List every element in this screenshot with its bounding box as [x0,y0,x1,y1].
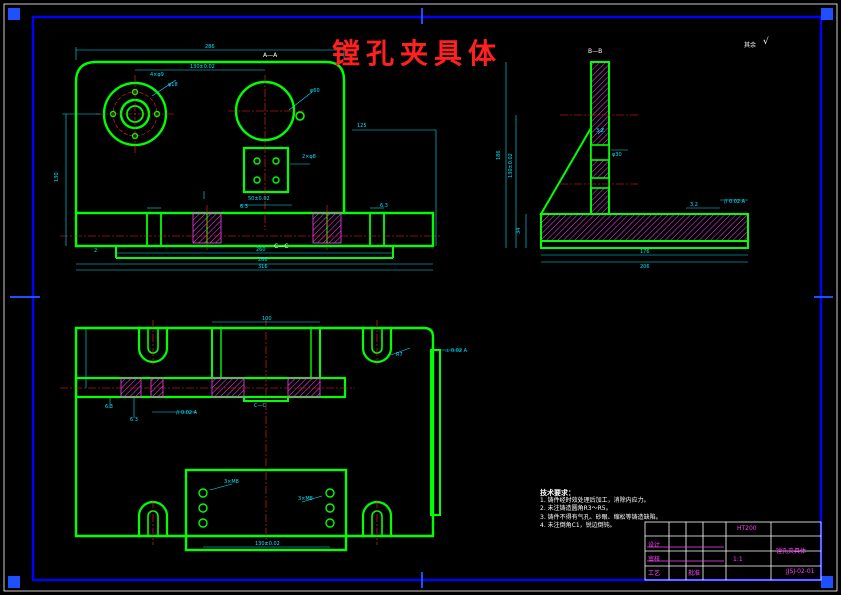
svg-text:316: 316 [258,264,268,270]
front-base-plate [74,211,435,248]
title-block-drawing-no: JJSJ-02-01 [786,568,815,575]
side-section-view: 186 130±0.02 34 176 206 3.2 // 0.02 A φ3… [496,61,749,270]
view-label-front: A—A [263,52,278,59]
plan-view: 100 130±0.02 6.3 6.3 // 0.02 A ⊥ 0.02 A … [60,316,468,552]
view-label-bottom: C—C [274,243,289,250]
svg-text:φ60: φ60 [310,88,320,94]
svg-text:2×φ8: 2×φ8 [302,154,316,160]
svg-text:286: 286 [205,44,215,50]
tech-req-item: 3. 铸件不得有气孔、砂眼、缩松等铸造缺陷。 [540,513,662,521]
svg-text:R7: R7 [396,352,403,358]
svg-text:176: 176 [640,249,650,255]
tech-req-item: 2. 未注铸造圆角R3～R5。 [540,505,612,513]
tech-req-heading: 技术要求： [540,489,575,497]
svg-text:130±0.02: 130±0.02 [255,541,280,547]
title-block-role: 审核 [648,556,661,563]
svg-text:206: 206 [640,264,650,270]
title-block-role: 设计 [648,542,661,549]
svg-text:6.3: 6.3 [380,203,388,209]
check-mark-icon: √ [763,37,769,47]
svg-text:50±0.02: 50±0.02 [248,196,270,202]
title-block-scale: 1:1 [733,556,743,563]
svg-text:186: 186 [496,150,502,160]
svg-text:286: 286 [258,257,268,263]
svg-text:260: 260 [256,247,266,253]
front-view: 286 130±0.02 130 286 316 260 125 4×φ9 φ1… [54,44,440,271]
sheet-border [3,3,838,592]
title-block-part-name: 镗孔夹具体 [776,548,807,555]
svg-text:6.3: 6.3 [240,204,248,210]
svg-text:φ30: φ30 [612,152,622,158]
tech-req-item: 4. 未注倒角C1，锐边倒钝。 [540,521,616,529]
svg-text:3.2: 3.2 [690,202,698,208]
svg-text:3×M8: 3×M8 [298,496,313,502]
svg-text:3.2: 3.2 [596,128,604,134]
svg-text:3×M8: 3×M8 [224,479,239,485]
view-label-side: B—B [588,48,603,55]
drawing-title: 镗孔夹具体 [332,37,503,70]
svg-text:34: 34 [516,228,522,234]
svg-text:⊥ 0.02 A: ⊥ 0.02 A [445,348,468,354]
svg-text:// 0.02 A: // 0.02 A [176,410,198,416]
svg-text:130±0.02: 130±0.02 [508,153,514,178]
svg-text:130: 130 [54,172,60,182]
svg-text:6.3: 6.3 [130,417,138,423]
title-block [644,521,822,581]
title-block-material: HT200 [737,525,757,532]
technical-requirements: 技术要求： 1. 铸件经时效处理后加工，消除内应力。 2. 未注铸造圆角R3～R… [540,489,662,530]
title-block-role: 工艺 [648,570,661,577]
plan-outline [74,326,435,538]
svg-text:C—C: C—C [254,403,266,409]
title-block-role: 批准 [688,570,701,577]
surface-finish-note: 其余 [744,42,757,49]
svg-text:100: 100 [262,316,272,322]
front-body-outline [74,60,346,213]
svg-text:// 0.02 A: // 0.02 A [724,199,746,205]
svg-text:130±0.02: 130±0.02 [190,64,215,70]
svg-text:6.3: 6.3 [105,404,113,410]
title-block-pink-fields [647,546,724,562]
guide-block [242,146,290,194]
svg-text:4×φ9: 4×φ9 [150,72,164,78]
tech-req-item: 1. 铸件经时效处理后加工，消除内应力。 [540,497,650,505]
svg-text:2: 2 [94,248,97,254]
svg-text:125: 125 [357,123,367,129]
svg-text:φ18: φ18 [168,82,178,88]
